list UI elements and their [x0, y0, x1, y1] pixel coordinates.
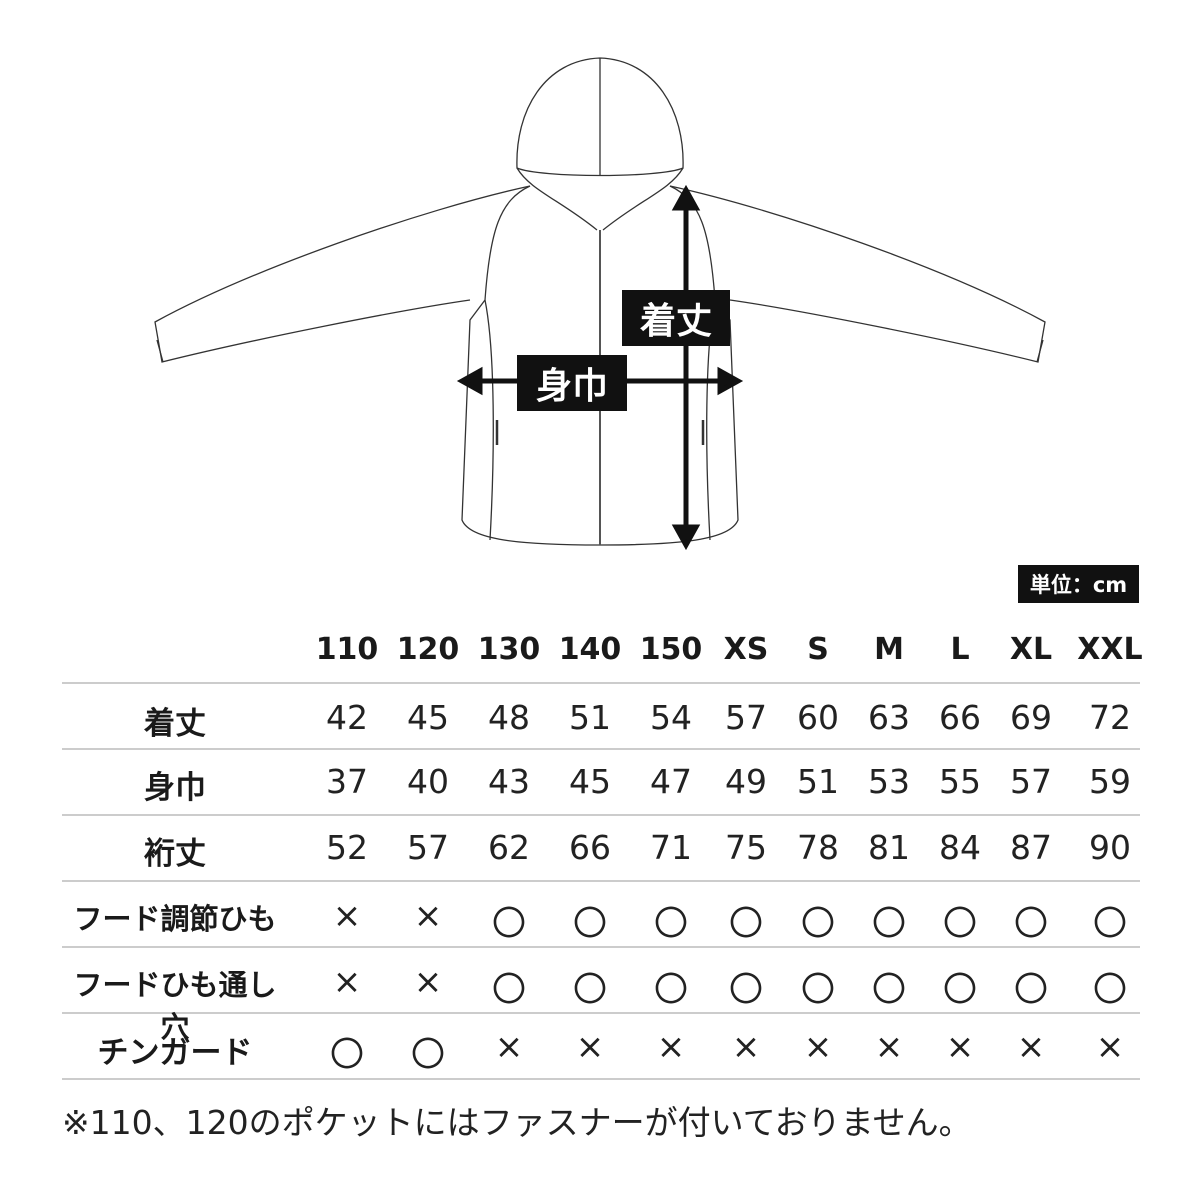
row-label: フードひも通し穴 [73, 968, 277, 1044]
table-cell: 〇 [654, 970, 688, 1010]
arrow-left-icon [456, 366, 483, 396]
table-cell: × [575, 1027, 605, 1067]
table-cell: 57 [407, 828, 449, 867]
table-cell: 45 [569, 762, 611, 801]
table-cell: 52 [326, 828, 368, 867]
arrow-up-icon [671, 184, 701, 211]
table-cell: 53 [868, 762, 910, 801]
column-header: L [950, 632, 970, 667]
table-cell: 59 [1089, 762, 1131, 801]
table-cell: 37 [326, 762, 368, 801]
column-header: XXL [1077, 632, 1143, 667]
table-cell: 〇 [1014, 970, 1048, 1010]
table-cell: × [413, 962, 443, 1002]
table-cell: 〇 [330, 1035, 364, 1075]
row-label: チンガード [97, 1035, 253, 1071]
table-cell: 〇 [943, 904, 977, 944]
table-cell: 〇 [411, 1035, 445, 1075]
table-cell: 〇 [801, 970, 835, 1010]
row-label: 着丈 [144, 706, 206, 742]
table-cell: × [945, 1027, 975, 1067]
table-cell: 75 [725, 828, 767, 867]
unit-label: 単位：cm [1018, 565, 1139, 603]
table-cell: 〇 [654, 904, 688, 944]
table-cell: 62 [488, 828, 530, 867]
column-header: 130 [477, 632, 541, 667]
table-cell: 78 [797, 828, 839, 867]
table-cell: 51 [797, 762, 839, 801]
column-header: 110 [315, 632, 379, 667]
table-cell: 42 [326, 698, 368, 737]
divider [62, 946, 1140, 948]
table-cell: 〇 [729, 970, 763, 1010]
table-cell: × [413, 896, 443, 936]
table-cell: 87 [1010, 828, 1052, 867]
divider [62, 682, 1140, 684]
table-cell: 〇 [573, 904, 607, 944]
table-cell: 60 [797, 698, 839, 737]
table-cell: 66 [939, 698, 981, 737]
arrow-down-icon [671, 524, 701, 551]
table-cell: 43 [488, 762, 530, 801]
table-cell: 49 [725, 762, 767, 801]
row-label: 裄丈 [144, 836, 206, 872]
table-cell: × [656, 1027, 686, 1067]
table-cell: × [803, 1027, 833, 1067]
table-cell: 54 [650, 698, 692, 737]
length-label: 着丈 [622, 290, 730, 346]
table-cell: 40 [407, 762, 449, 801]
column-header: 120 [396, 632, 460, 667]
table-cell: × [731, 1027, 761, 1067]
table-cell: 51 [569, 698, 611, 737]
table-cell: 57 [725, 698, 767, 737]
table-cell: × [1095, 1027, 1125, 1067]
table-cell: 69 [1010, 698, 1052, 737]
footnote: ※110、120のポケットにはファスナーが付いておりません。 [62, 1103, 972, 1142]
divider [62, 1012, 1140, 1014]
table-cell: × [332, 896, 362, 936]
table-cell: 〇 [872, 970, 906, 1010]
arrow-right-icon [717, 366, 744, 396]
row-label: 身巾 [144, 770, 206, 806]
table-cell: 〇 [729, 904, 763, 944]
table-cell: 81 [868, 828, 910, 867]
table-cell: 55 [939, 762, 981, 801]
table-cell: 57 [1010, 762, 1052, 801]
column-header: S [807, 632, 829, 667]
table-cell: 〇 [1093, 904, 1127, 944]
column-header: 150 [639, 632, 703, 667]
divider [62, 748, 1140, 750]
table-cell: 66 [569, 828, 611, 867]
table-cell: × [494, 1027, 524, 1067]
table-cell: 〇 [492, 970, 526, 1010]
table-cell: × [1016, 1027, 1046, 1067]
divider [62, 814, 1140, 816]
column-header: 140 [558, 632, 622, 667]
table-cell: 47 [650, 762, 692, 801]
hoodie-diagram [154, 57, 1046, 551]
table-cell: 〇 [943, 970, 977, 1010]
table-cell: 48 [488, 698, 530, 737]
divider [62, 1078, 1140, 1080]
table-cell: × [874, 1027, 904, 1067]
table-cell: 〇 [1014, 904, 1048, 944]
column-header: M [874, 632, 904, 667]
table-cell: 〇 [573, 970, 607, 1010]
table-cell: 〇 [801, 904, 835, 944]
table-cell: 63 [868, 698, 910, 737]
column-header: XL [1009, 632, 1053, 667]
column-header: XS [723, 632, 769, 667]
row-label: フード調節ひも [73, 902, 277, 936]
table-cell: 72 [1089, 698, 1131, 737]
table-cell: 84 [939, 828, 981, 867]
table-cell: 〇 [872, 904, 906, 944]
table-cell: 90 [1089, 828, 1131, 867]
table-cell: 〇 [492, 904, 526, 944]
table-cell: 71 [650, 828, 692, 867]
divider [62, 880, 1140, 882]
table-cell: 〇 [1093, 970, 1127, 1010]
width-label: 身巾 [517, 355, 627, 411]
table-cell: × [332, 962, 362, 1002]
table-cell: 45 [407, 698, 449, 737]
